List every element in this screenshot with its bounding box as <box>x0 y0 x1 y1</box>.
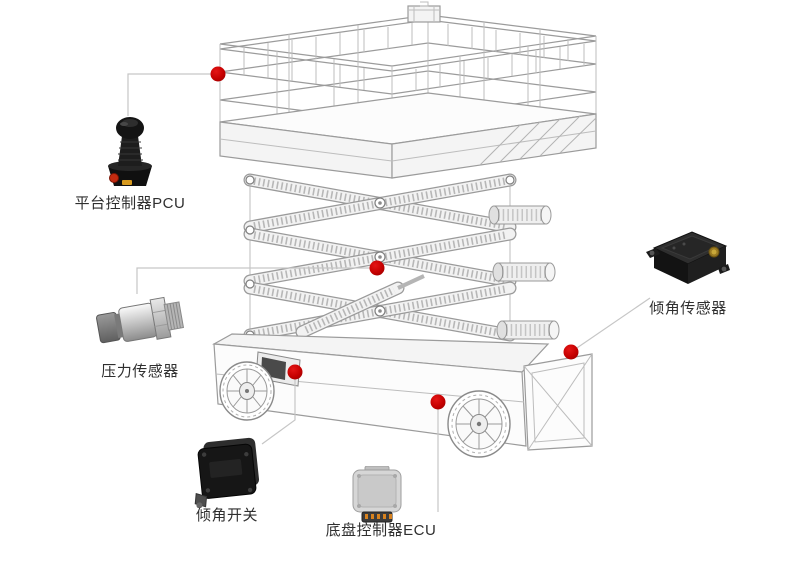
joystick-controller-photo <box>108 117 152 186</box>
marker-platform-pcu <box>210 66 226 82</box>
marker-tilt-switch <box>287 364 303 380</box>
callout-label-tilt-sensor: 倾角传感器 <box>649 300 727 317</box>
ecu-photo <box>352 466 402 523</box>
left-wheel <box>219 361 275 421</box>
platform-deck <box>219 92 597 179</box>
callout-label-tilt-switch: 倾角开关 <box>195 507 259 524</box>
tilt-sensor-photo <box>646 231 730 284</box>
callout-label-platform-pcu: 平台控制器PCU <box>74 195 186 212</box>
marker-pressure-sensor <box>369 260 385 276</box>
scissor-rollers <box>488 205 560 340</box>
platform-guardrails <box>219 1 597 144</box>
callout-label-pressure-sensor: 压力传感器 <box>101 363 179 380</box>
marker-tilt-sensor <box>563 344 579 360</box>
callout-label-chassis-ecu: 底盘控制器ECU <box>325 522 437 539</box>
chassis-rear-panel <box>523 353 593 451</box>
scissor-arms <box>243 173 560 342</box>
right-wheel <box>447 390 511 458</box>
pressure-sensor-photo <box>96 296 185 344</box>
platform-top-fixture <box>407 1 441 23</box>
tilt-switch-photo <box>194 437 260 508</box>
marker-chassis-ecu <box>430 394 446 410</box>
hydraulic-cylinder <box>295 274 425 339</box>
